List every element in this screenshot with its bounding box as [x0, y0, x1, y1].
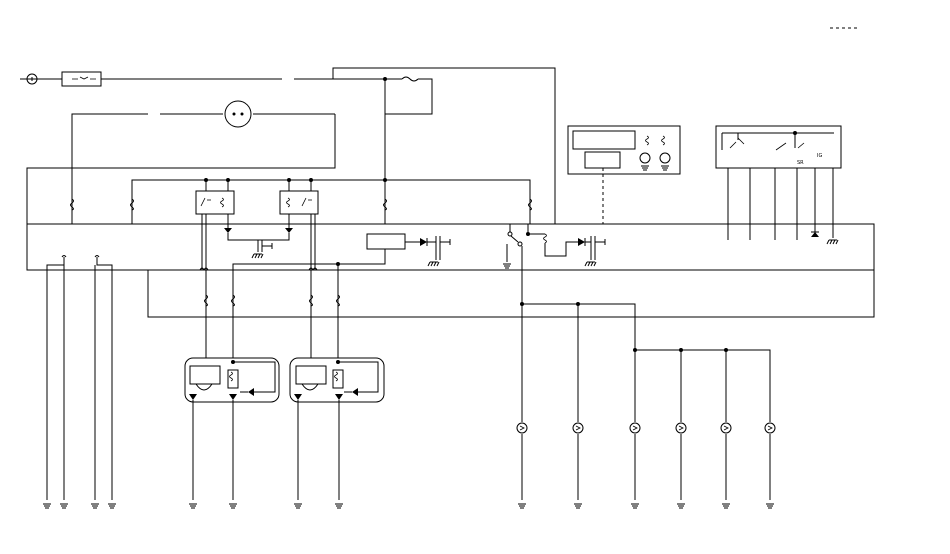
lamp-icon	[516, 422, 528, 434]
diode-icon	[811, 232, 819, 237]
chassis-ground-icon	[584, 261, 597, 267]
chassis-ground-icon	[427, 261, 440, 267]
ground-icon	[630, 503, 640, 509]
chassis-ground-icon	[826, 239, 839, 245]
fuse-icon	[401, 76, 419, 82]
ground-icon	[293, 503, 303, 509]
main-fuse-icon	[72, 76, 96, 80]
lamp-icon	[764, 422, 776, 434]
ignition-lamp-icon	[224, 100, 252, 128]
relay-2	[279, 190, 319, 215]
ground-icon	[59, 503, 69, 509]
ground-icon	[502, 263, 512, 269]
ground-icon	[676, 503, 686, 509]
lamp-icon	[720, 422, 732, 434]
ground-icon	[573, 503, 583, 509]
ground-icon	[228, 503, 238, 509]
gauge-driver	[584, 151, 621, 169]
control-unit	[26, 223, 875, 271]
control-block	[366, 233, 406, 250]
ground-icon	[517, 503, 527, 509]
switch-unit	[715, 125, 842, 169]
lamp-icon	[572, 422, 584, 434]
ground-icon	[90, 503, 100, 509]
motor-icon	[301, 383, 319, 391]
lamp-icon	[675, 422, 687, 434]
chassis-ground-icon	[251, 253, 264, 259]
lamp-icon	[629, 422, 641, 434]
diode-icon	[248, 388, 254, 396]
switch-label-ig: IG	[817, 153, 822, 159]
relay-coil-icon	[543, 233, 547, 244]
ground-icon	[765, 503, 775, 509]
ground-icon	[334, 503, 344, 509]
ground-icon	[721, 503, 731, 509]
diode-icon	[352, 388, 358, 396]
ground-icon	[42, 503, 52, 509]
motor-icon	[195, 383, 213, 391]
ground-icon	[188, 503, 198, 509]
indicator-lamp-icon	[659, 152, 671, 164]
relay-1	[195, 190, 235, 215]
gauge-display	[572, 130, 636, 150]
ground-icon	[107, 503, 117, 509]
switch-label-sr: SR	[797, 160, 804, 166]
indicator-lamp-icon	[639, 152, 651, 164]
